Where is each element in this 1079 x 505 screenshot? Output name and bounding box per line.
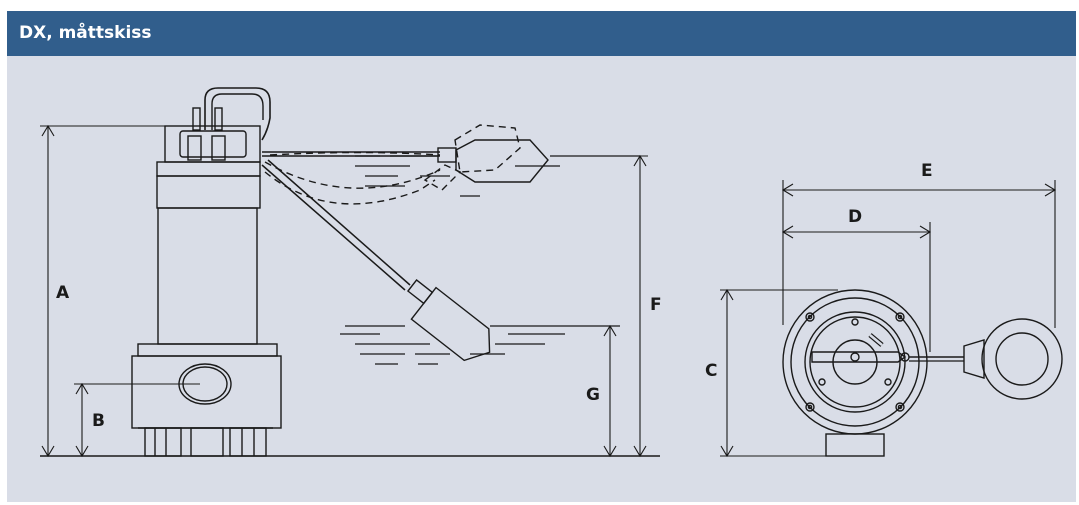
label-D: D	[848, 207, 862, 227]
float-switch	[261, 124, 549, 362]
pump-side-view	[131, 87, 282, 457]
label-A: A	[56, 283, 70, 303]
water-levels	[340, 155, 640, 365]
dimension-lines-top	[720, 180, 1057, 458]
label-B: B	[92, 411, 105, 431]
label-G: G	[586, 385, 600, 405]
panel-title: DX, måttskiss	[7, 11, 1076, 56]
label-F: F	[650, 295, 662, 315]
drawing-panel: DX, måttskiss	[7, 11, 1076, 502]
label-E: E	[921, 161, 933, 181]
dimension-lines-side	[40, 124, 648, 458]
label-C: C	[705, 361, 717, 381]
pump-top-view	[782, 289, 1063, 457]
